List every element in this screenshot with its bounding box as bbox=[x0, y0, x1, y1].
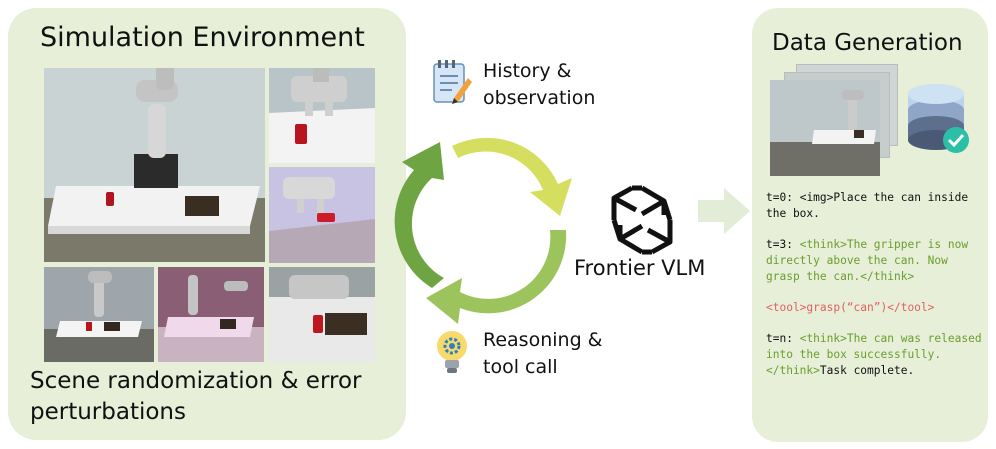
simulation-title: Simulation Environment bbox=[40, 22, 365, 53]
trace-tool-text: <tool>grasp(“can”)</tool> bbox=[766, 301, 935, 314]
frontier-vlm-label: Frontier VLM bbox=[574, 256, 706, 280]
trace-tool-call: <tool>grasp(“can”)</tool> bbox=[766, 300, 984, 316]
observation-arrow bbox=[452, 137, 572, 216]
trajectory-trace: t=0: <img>Place the can inside the box. … bbox=[766, 190, 984, 394]
trace-step-0: t=0: <img>Place the can inside the box. bbox=[766, 190, 984, 222]
closeup-scene-image-3 bbox=[269, 267, 375, 362]
cycle-arrows bbox=[394, 137, 572, 324]
trace-text: Task complete. bbox=[819, 364, 915, 377]
simulation-caption: Scene randomization & error perturbation… bbox=[30, 368, 362, 425]
trace-step-label: t=n: bbox=[766, 332, 793, 345]
generation-arrow bbox=[394, 142, 444, 288]
closeup-scene-image-2 bbox=[269, 167, 375, 263]
reasoning-toolcall-label: Reasoning & tool call bbox=[483, 329, 603, 378]
reasoning-arrow bbox=[426, 230, 567, 324]
trace-step-3: t=3: <think>The gripper is now directly … bbox=[766, 237, 984, 285]
trace-step-n: t=n: <think>The can was released into th… bbox=[766, 331, 984, 379]
database-check-icon bbox=[908, 84, 969, 153]
randomized-scene-image-1 bbox=[44, 267, 154, 362]
trace-think-text: <think>The gripper is now directly above… bbox=[766, 238, 969, 283]
notepad-icon bbox=[433, 60, 472, 104]
main-scene-image bbox=[44, 68, 265, 262]
right-arrow-icon bbox=[698, 188, 750, 234]
stacked-frame-front bbox=[770, 80, 880, 176]
randomized-scene-image-2 bbox=[158, 267, 264, 362]
lightbulb-gear-icon bbox=[437, 331, 467, 373]
trace-think-text: <think>The can was released into the box… bbox=[766, 332, 982, 377]
vlm-logo-icon bbox=[611, 185, 673, 255]
trace-step-label: t=3: bbox=[766, 238, 793, 251]
trace-text: <img>Place the can inside the box. bbox=[766, 191, 969, 220]
history-observation-label: History & observation bbox=[483, 60, 596, 109]
closeup-scene-image-1 bbox=[269, 68, 375, 163]
trace-step-label: t=0: bbox=[766, 191, 793, 204]
data-generation-title: Data Generation bbox=[772, 30, 963, 56]
